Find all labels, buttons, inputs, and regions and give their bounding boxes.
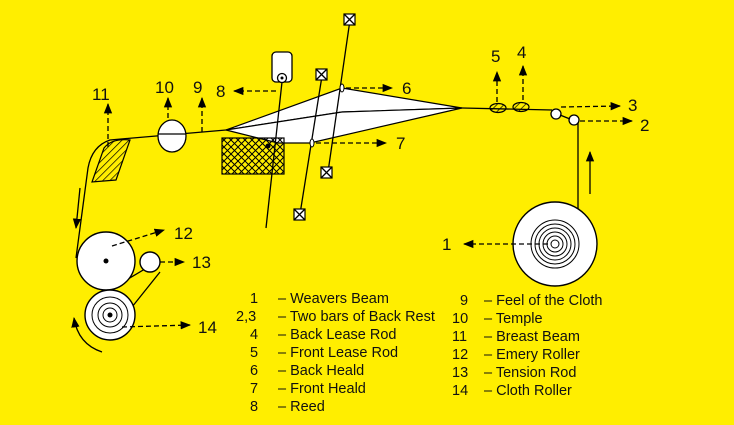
arrow-14 (121, 321, 192, 330)
legend-num-5: 6 (250, 363, 258, 379)
back-heald-bottom-x (320, 166, 333, 179)
front-heald-top-x (315, 68, 328, 81)
cloth-direction-arrow (72, 187, 82, 230)
callout-4: 4 (517, 43, 526, 62)
cloth-roller-ring-2 (97, 302, 123, 328)
back-heald-eye (339, 83, 345, 93)
legend-num-11: 12 (452, 347, 468, 363)
legend-text-6: – Front Heald (278, 381, 366, 397)
legend-num-1: 1 (250, 291, 258, 307)
legend-text-1: – Weavers Beam (278, 291, 389, 307)
back-heald-rod (327, 19, 351, 173)
legend-text-4: – Front Lease Rod (278, 345, 398, 361)
legend-num-9: 10 (452, 311, 468, 327)
front-lease-rod (489, 102, 507, 114)
callout-6: 6 (402, 79, 411, 98)
back-rest-bar-3 (550, 108, 562, 120)
warp-to-back-rest (461, 107, 553, 111)
weavers-beam (512, 201, 598, 287)
legend-num-13: 14 (452, 383, 468, 399)
tension-rod (139, 251, 161, 273)
breast-beam (91, 139, 131, 183)
legend-num-2: 2,3 (236, 309, 256, 325)
callout-5: 5 (491, 47, 500, 66)
weavers-beam-ring-6 (550, 239, 560, 249)
legend-text-8: – Feel of the Cloth (484, 293, 603, 309)
legend-num-10: 11 (452, 329, 467, 345)
callout-3: 3 (628, 96, 637, 115)
callout-2: 2 (640, 116, 649, 135)
cloth-roller-ring-1 (91, 296, 129, 334)
legend-text-2: – Two bars of Back Rest (278, 309, 435, 325)
callout-11: 11 (92, 85, 110, 104)
front-heald-eye (309, 138, 315, 148)
callout-9: 9 (193, 78, 202, 97)
legend-num-4: 5 (250, 345, 258, 361)
legend-text-11: – Emery Roller (484, 347, 580, 363)
callout-7: 7 (396, 134, 405, 153)
legend-text-3: – Back Lease Rod (278, 327, 397, 343)
callout-10: 10 (155, 78, 174, 97)
legend-text-7: – Reed (278, 399, 325, 415)
cloth-roller-ring-3 (102, 307, 118, 323)
back-rest-bar-2 (568, 114, 580, 126)
cloth-roller-center (107, 312, 113, 318)
cloth-path (75, 129, 227, 259)
legend-text-9: – Temple (484, 311, 543, 327)
reed-arm (265, 81, 283, 229)
legend-num-12: 13 (452, 365, 468, 381)
legend-num-6: 7 (250, 381, 258, 397)
legend-text-13: – Cloth Roller (484, 383, 572, 399)
callout-12: 12 (174, 224, 193, 243)
reed-pivot-dot (280, 76, 284, 80)
front-heald-bottom-x (293, 208, 306, 221)
back-lease-rod (512, 101, 530, 113)
legend-num-3: 4 (250, 327, 258, 343)
callout-1: 1 (442, 235, 451, 254)
legend-text-12: – Tension Rod (484, 365, 576, 381)
emery-roller-center (103, 258, 109, 264)
callout-13: 13 (192, 253, 211, 272)
legend-text-5: – Back Heald (278, 363, 364, 379)
callout-8: 8 (216, 82, 225, 101)
legend-num-8: 9 (460, 293, 468, 309)
temple (157, 119, 187, 153)
callout-14: 14 (198, 318, 217, 337)
legend-text-10: – Breast Beam (484, 329, 580, 345)
cloth-roller-rotation-arrow (71, 316, 103, 353)
back-rest-link (559, 114, 571, 120)
arrow-3 (560, 101, 622, 111)
arrow-12 (111, 228, 165, 247)
legend-num-7: 8 (250, 399, 258, 415)
reed-point (265, 143, 271, 149)
back-heald-top-x (343, 13, 356, 26)
